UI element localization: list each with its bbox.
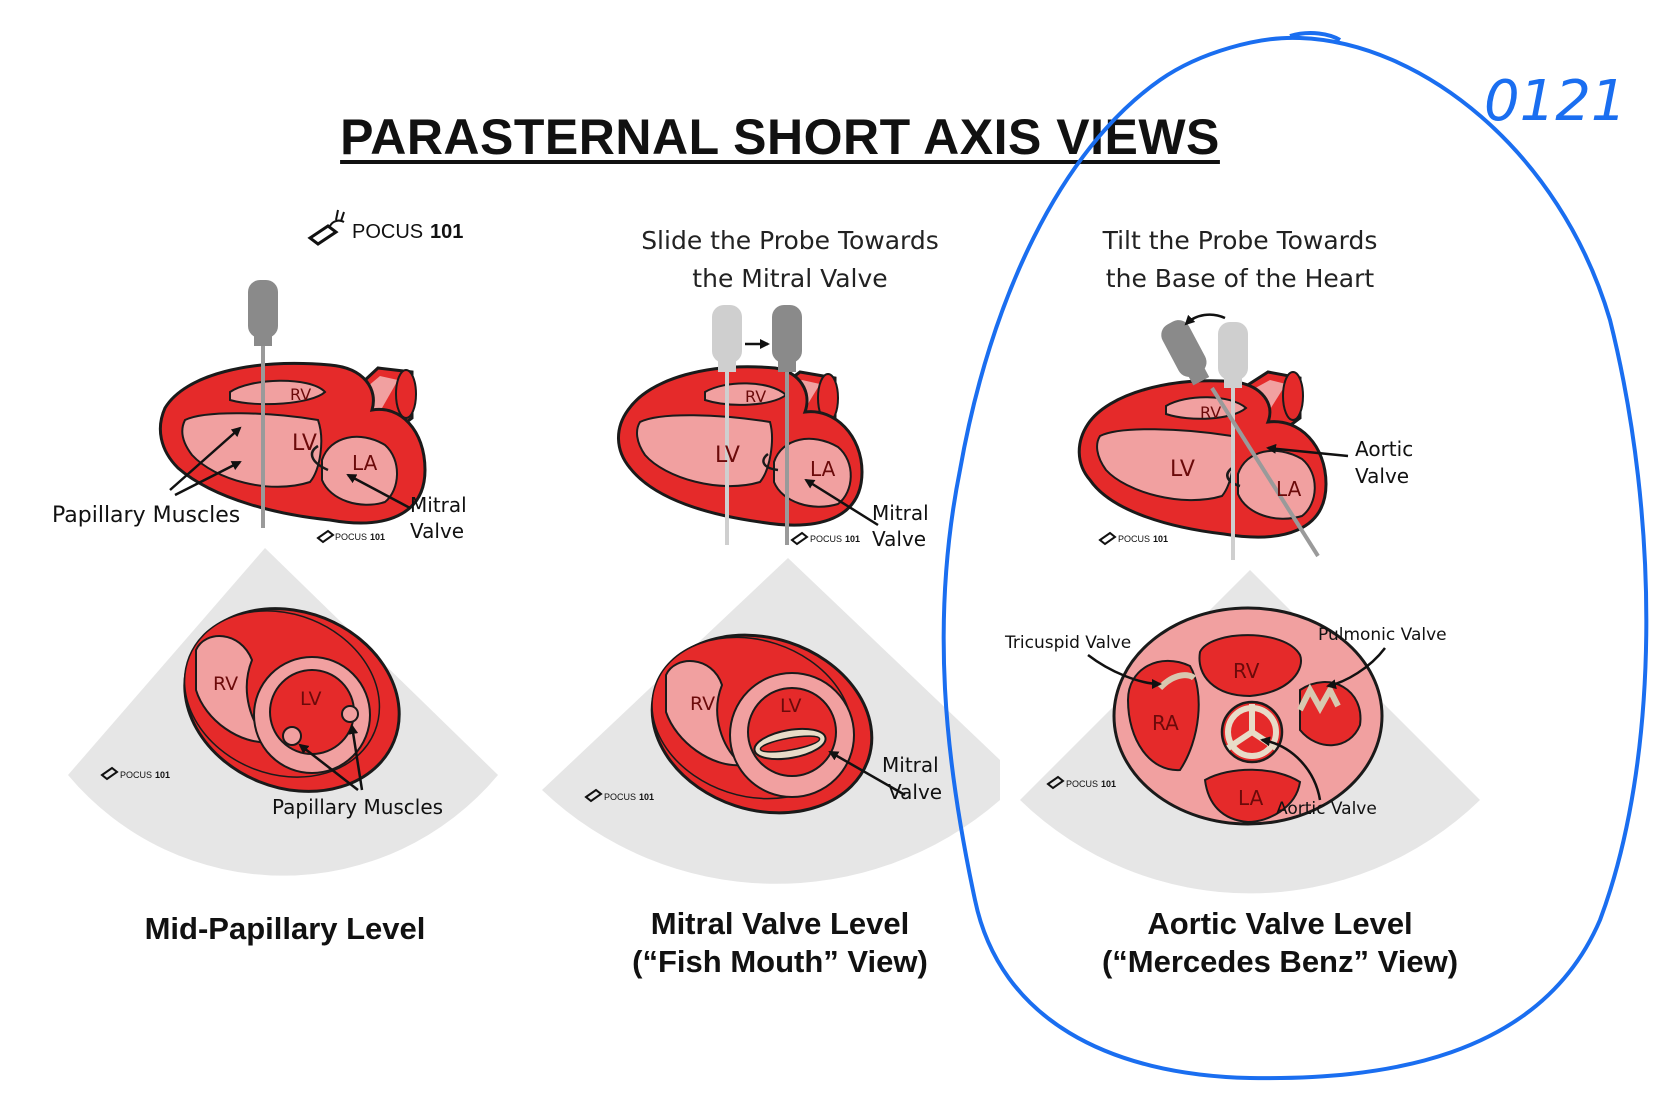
label-papillary-muscles: Papillary Muscles (52, 503, 240, 528)
handwritten-note: 0121 (1480, 58, 1640, 158)
pocus-logo-small: POCUS 101 (584, 788, 654, 803)
ultrasound-probe-icon (1161, 320, 1320, 558)
label-ra: RA (1152, 711, 1179, 735)
logo-text: POCUS (604, 792, 636, 802)
label-aortic: Aortic (1355, 437, 1413, 461)
arrow (1087, 654, 1162, 689)
arrow (1260, 736, 1322, 801)
label-mitral: Mitral (410, 493, 467, 517)
label-rv: RV (290, 385, 311, 404)
instruction-line: Slide the Probe Towards (641, 226, 939, 255)
handwriting-text: 0121 (1484, 69, 1627, 134)
instruction-line: the Base of the Heart (1105, 264, 1375, 293)
label-la: LA (1276, 477, 1302, 501)
arrow (828, 750, 906, 797)
label-lv: LV (300, 688, 322, 710)
arrow (298, 743, 359, 791)
label-mitral: Mitral (882, 753, 939, 777)
handwritten-note-svg: 0121 (1484, 69, 1627, 134)
label-papillary-muscles: Papillary Muscles (272, 795, 443, 819)
label-valve: Valve (872, 527, 926, 551)
caption-mid-papillary: Mid-Papillary Level (90, 910, 480, 948)
pocus-logo-small: POCUS 101 (1046, 775, 1116, 790)
label-lv: LV (1170, 457, 1195, 482)
short-axis-view-3: RV RA LA Tricuspid Valve Pulmonic Valve … (1004, 570, 1480, 894)
ultrasound-probe-icon (772, 305, 802, 545)
long-axis-heart-3: RV LV LA Aortic Valve POCUS 101 (1077, 313, 1413, 560)
logo-number: 101 (845, 534, 860, 544)
label-rv: RV (690, 693, 715, 715)
pocus-logo-top: POCUS 101 (307, 209, 463, 246)
arrow (804, 478, 879, 527)
logo-text: POCUS (1118, 534, 1150, 544)
label-aortic-valve: Aortic Valve (1276, 799, 1377, 819)
caption-line: (“Fish Mouth” View) (632, 944, 928, 979)
long-axis-heart-1: RV LV LA Papillary Muscles Mitral Valve … (52, 280, 467, 544)
arrow (1326, 647, 1386, 690)
annotation-oval-stroke (1289, 31, 1342, 42)
arrow (348, 724, 364, 791)
ultrasound-probe-icon (1218, 322, 1248, 560)
logo-text: POCUS (120, 770, 152, 780)
annotation-oval (941, 35, 1649, 1081)
short-axis-view-1: RV LV Papillary Muscles POCUS 101 (68, 548, 498, 876)
logo-text: POCUS (335, 532, 367, 542)
label-valve: Valve (888, 780, 942, 804)
ultrasound-probe-icon (712, 305, 742, 545)
caption-line: (“Mercedes Benz” View) (1101, 944, 1459, 979)
label-pulmonic-valve: Pulmonic Valve (1318, 625, 1447, 645)
pocus-logo-small: POCUS 101 (316, 529, 385, 544)
logo-number: 101 (1153, 534, 1168, 544)
label-rv: RV (1233, 659, 1260, 683)
arrow (174, 460, 242, 497)
logo-text: POCUS (810, 534, 842, 544)
label-valve: Valve (410, 519, 464, 543)
label-rv: RV (213, 673, 238, 695)
caption-line: Aortic Valve Level (1147, 906, 1413, 941)
instruction-line: Tilt the Probe Towards (1102, 226, 1378, 255)
pocus-logo-small: POCUS 101 (100, 766, 170, 781)
arrow (1184, 313, 1226, 326)
label-lv: LV (780, 695, 802, 717)
label-rv: RV (1200, 403, 1221, 422)
logo-number: 101 (430, 221, 463, 243)
logo-text: POCUS (1066, 779, 1098, 789)
caption-line: Mitral Valve Level (650, 906, 910, 941)
ultrasound-probe-icon (307, 209, 345, 246)
logo-number: 101 (155, 770, 170, 780)
caption-mitral: Mitral Valve Level (“Fish Mouth” View) (575, 905, 985, 981)
short-axis-view-2: RV LV Mitral Valve POCUS 101 (542, 558, 1000, 884)
label-lv: LV (292, 431, 317, 456)
label-la: LA (1238, 786, 1264, 810)
logo-number: 101 (370, 532, 385, 542)
logo-number: 101 (1101, 779, 1116, 789)
page-title: PARASTERNAL SHORT AXIS VIEWS (340, 109, 1220, 165)
pocus-logo-small: POCUS 101 (1098, 531, 1168, 546)
ultrasound-probe-icon (248, 280, 278, 528)
label-mitral: Mitral (872, 501, 929, 525)
label-la: LA (352, 451, 378, 475)
label-tricuspid-valve: Tricuspid Valve (1004, 633, 1131, 653)
arrow (346, 473, 411, 510)
label-lv: LV (715, 443, 740, 468)
label-valve: Valve (1355, 464, 1409, 488)
caption-line: Mid-Papillary Level (144, 911, 426, 946)
pocus-logo-small: POCUS 101 (790, 531, 860, 546)
instruction-mitral: Slide the Probe Towards the Mitral Valve (590, 222, 990, 298)
logo-text: POCUS (352, 221, 423, 243)
long-axis-heart-2: RV LV LA Mitral Valve POCUS 101 (617, 305, 929, 551)
caption-aortic: Aortic Valve Level (“Mercedes Benz” View… (1050, 905, 1510, 981)
instruction-aortic: Tilt the Probe Towards the Base of the H… (1040, 222, 1440, 298)
label-rv: RV (745, 387, 766, 406)
label-la: LA (810, 457, 836, 481)
logo-number: 101 (639, 792, 654, 802)
instruction-line: the Mitral Valve (692, 264, 888, 293)
arrow (169, 426, 242, 491)
arrow (1266, 443, 1349, 458)
